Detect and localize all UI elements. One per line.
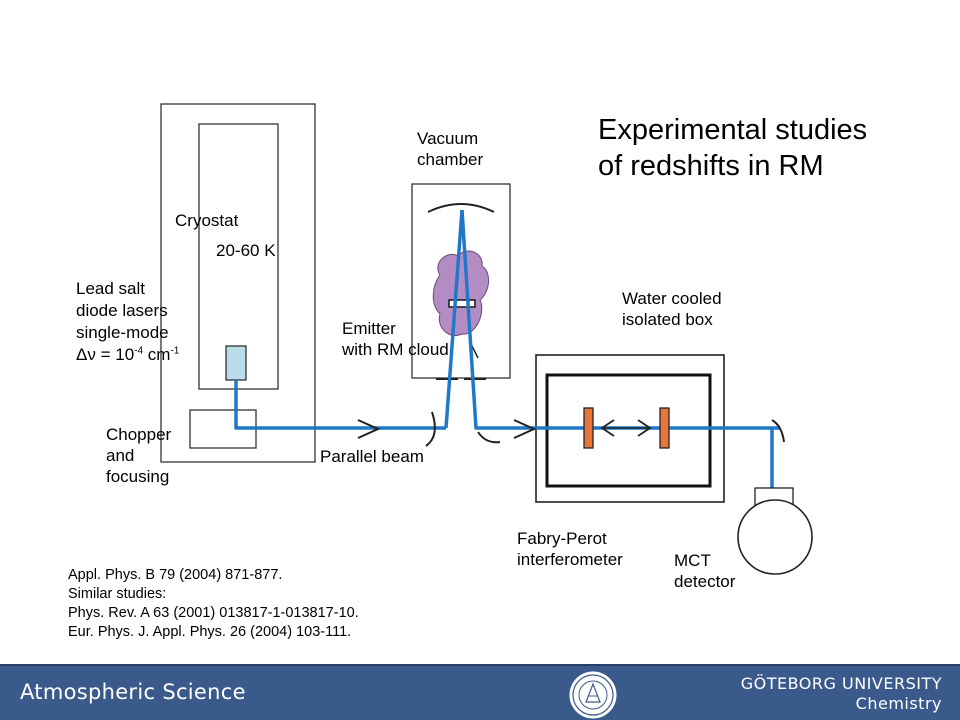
parallel-beam-label: Parallel beam	[320, 447, 424, 466]
cryostat-label: Cryostat	[175, 211, 239, 230]
linewidth-label: Δν = 10-4 cm-1	[76, 345, 180, 364]
footer-bar: Atmospheric Science GÖTEBORG UNIVERSITY …	[0, 664, 960, 720]
beam-laser-to-chopper	[234, 380, 446, 430]
beam-up-left	[444, 209, 464, 429]
chopper-label: Chopper and focusing	[106, 425, 172, 486]
vacuum-chamber-label: Vacuum chamber	[417, 129, 484, 169]
footer-faculty: Chemistry	[855, 694, 942, 713]
cryostat-inner-box	[198, 123, 279, 390]
laser-label: Lead salt diode lasers single-mode Δν = …	[76, 279, 180, 364]
reference-2: Phys. Rev. A 63 (2001) 013817-1-013817-1…	[68, 605, 359, 621]
title-line-2: of redshifts in RM	[598, 150, 824, 182]
fp-arrow-left	[600, 419, 615, 437]
focusing-mirror-left	[425, 411, 436, 447]
fp-inner-box	[545, 373, 712, 488]
chamber-top-mirror	[427, 203, 495, 213]
fp-mirror-left	[583, 407, 594, 449]
detector-body	[737, 499, 813, 575]
setup-diagram	[160, 103, 813, 575]
beam-down-right	[460, 209, 780, 430]
slide-title: Experimental studies of redshifts in RM	[598, 112, 867, 184]
focusing-mirror-right	[477, 431, 501, 444]
water-cooled-label: Water cooled isolated box	[622, 289, 722, 329]
university-seal-icon	[569, 671, 617, 719]
footer-university: GÖTEBORG UNIVERSITY Chemistry	[741, 674, 942, 714]
footer-department: Atmospheric Science	[20, 680, 246, 704]
temperature-label: 20-60 K	[216, 241, 276, 260]
fabry-perot-label: Fabry-Perot interferometer	[517, 529, 623, 569]
laser-diode	[225, 345, 247, 381]
title-line-1: Experimental studies	[598, 114, 868, 146]
cryostat-outer-box	[160, 103, 316, 463]
reference-1: Appl. Phys. B 79 (2004) 871-877.	[68, 567, 283, 583]
emitter-bar	[448, 299, 476, 308]
mct-detector-label: MCT detector	[674, 551, 736, 591]
reference-heading: Similar studies:	[68, 586, 167, 602]
references: Appl. Phys. B 79 (2004) 871-877. Similar…	[68, 566, 359, 642]
emitter-label: Emitter with RM cloud	[342, 319, 449, 359]
fp-mirror-right	[659, 407, 670, 449]
footer-university-name: GÖTEBORG UNIVERSITY	[740, 674, 942, 693]
vacuum-chamber-box	[411, 183, 511, 379]
parallel-beam-chevron-2	[513, 419, 537, 439]
fp-arrow-right	[637, 419, 652, 437]
beam-path	[234, 209, 780, 488]
parallel-beam-chevron-1	[357, 419, 381, 439]
reference-3: Eur. Phys. J. Appl. Phys. 26 (2004) 103-…	[68, 624, 352, 640]
detector-mirror	[771, 419, 785, 443]
